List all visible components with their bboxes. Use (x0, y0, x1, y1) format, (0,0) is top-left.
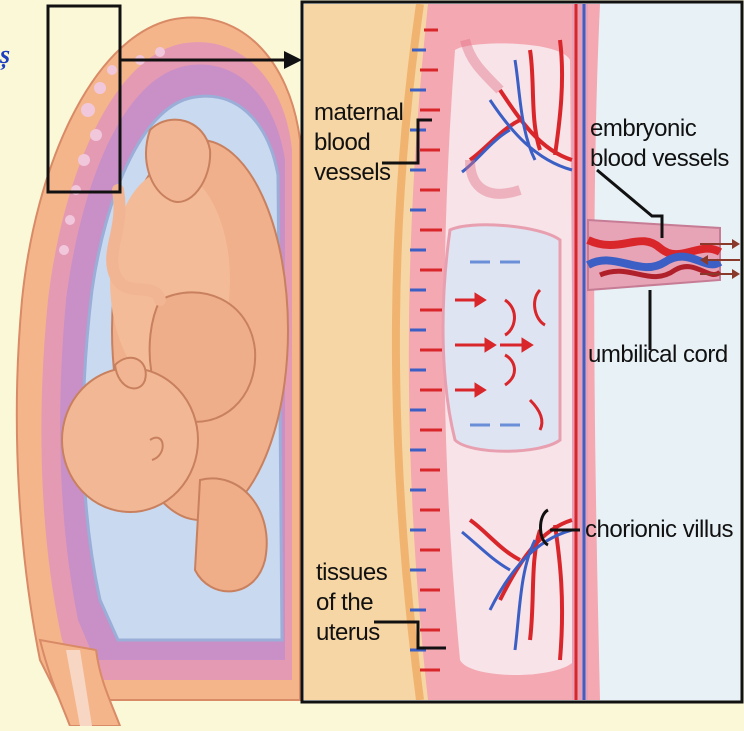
zoom-connector-arrowhead (284, 51, 302, 69)
label-maternal-blood-vessels: maternal blood vessels (314, 98, 403, 188)
umbilical-cord-body (588, 220, 720, 290)
label-line: vessels (314, 158, 403, 188)
label-line: blood (314, 128, 403, 158)
label-line: tissues (316, 558, 387, 588)
label-line: uterus (316, 618, 387, 648)
umbilical-cord-zoom (588, 220, 740, 290)
label-umbilical-cord: umbilical cord (588, 340, 728, 370)
label-chorionic-villus: chorionic villus (585, 515, 733, 545)
label-line: of the (316, 588, 387, 618)
fetus-head (62, 368, 198, 512)
label-line: blood vessels (590, 144, 729, 174)
label-line: embryonic (590, 114, 729, 144)
corner-text-fragment: ș (0, 40, 10, 70)
label-embryonic-blood-vessels: embryonic blood vessels (590, 114, 729, 174)
chorionic-plate (572, 4, 588, 700)
label-tissues-of-uterus: tissues of the uterus (316, 558, 387, 648)
label-line: maternal (314, 98, 403, 128)
uterus-illustration (17, 6, 302, 726)
